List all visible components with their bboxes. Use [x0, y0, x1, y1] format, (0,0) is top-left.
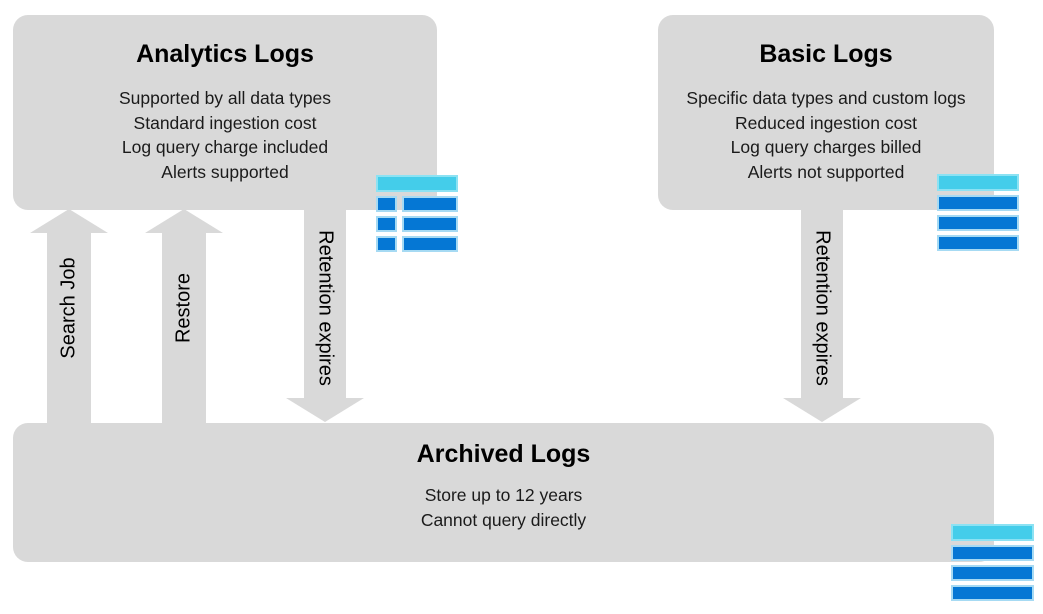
analytics-logs-title: Analytics Logs — [136, 40, 314, 68]
table-row-bar — [951, 545, 1034, 561]
feature-line: Reduced ingestion cost — [735, 112, 917, 133]
retention-expires-arrow-basic: Retention expires — [783, 210, 861, 422]
analytics-logs-description: Supported by all data types Standard ing… — [13, 86, 437, 184]
table-row — [376, 216, 458, 232]
table-row-bar — [951, 585, 1034, 601]
search-job-arrow-label: Search Job — [57, 257, 80, 359]
feature-line: Alerts not supported — [747, 161, 905, 182]
retention-expires-arrow-analytics: Retention expires — [286, 210, 364, 422]
archived-logs-node: Archived Logs Store up to 12 years Canno… — [13, 423, 994, 562]
table-header-bar — [951, 524, 1034, 541]
table-key-cell — [376, 236, 397, 252]
basic-logs-title: Basic Logs — [759, 40, 893, 68]
basic-logs-table-icon — [937, 174, 1019, 251]
feature-line: Cannot query directly — [420, 509, 587, 530]
feature-line: Store up to 12 years — [424, 485, 583, 505]
table-row — [376, 196, 458, 212]
archived-logs-table-icon — [951, 524, 1034, 601]
feature-line: Alerts supported — [161, 161, 289, 182]
restore-arrow-label: Restore — [172, 272, 195, 344]
feature-line: Standard ingestion cost — [133, 112, 317, 133]
table-key-cell — [376, 216, 397, 232]
feature-line: Log query charge included — [121, 137, 329, 157]
table-value-cell — [402, 196, 458, 212]
search-job-arrow: Search Job — [30, 209, 108, 423]
table-value-cell — [402, 236, 458, 252]
analytics-table-icon — [376, 175, 458, 252]
feature-line: Supported by all data types — [118, 88, 332, 108]
restore-arrow: Restore — [145, 209, 223, 423]
retention-expires-label-basic: Retention expires — [811, 230, 834, 386]
table-row — [376, 236, 458, 252]
table-key-cell — [376, 196, 397, 212]
analytics-logs-node: Analytics Logs Supported by all data typ… — [13, 15, 437, 210]
table-row-bar — [937, 195, 1019, 211]
table-row-bar — [937, 235, 1019, 251]
retention-expires-label-analytics: Retention expires — [314, 230, 337, 386]
archived-logs-description: Store up to 12 years Cannot query direct… — [13, 483, 994, 532]
table-row-bar — [937, 215, 1019, 231]
basic-logs-node: Basic Logs Specific data types and custo… — [658, 15, 994, 210]
archived-logs-title: Archived Logs — [416, 440, 591, 468]
feature-line: Specific data types and custom logs — [686, 88, 966, 108]
table-header-bar — [937, 174, 1019, 191]
table-row-bar — [951, 565, 1034, 581]
feature-line: Log query charges billed — [730, 137, 922, 157]
basic-logs-description: Specific data types and custom logs Redu… — [658, 86, 994, 184]
table-header-bar — [376, 175, 458, 192]
table-value-cell — [402, 216, 458, 232]
